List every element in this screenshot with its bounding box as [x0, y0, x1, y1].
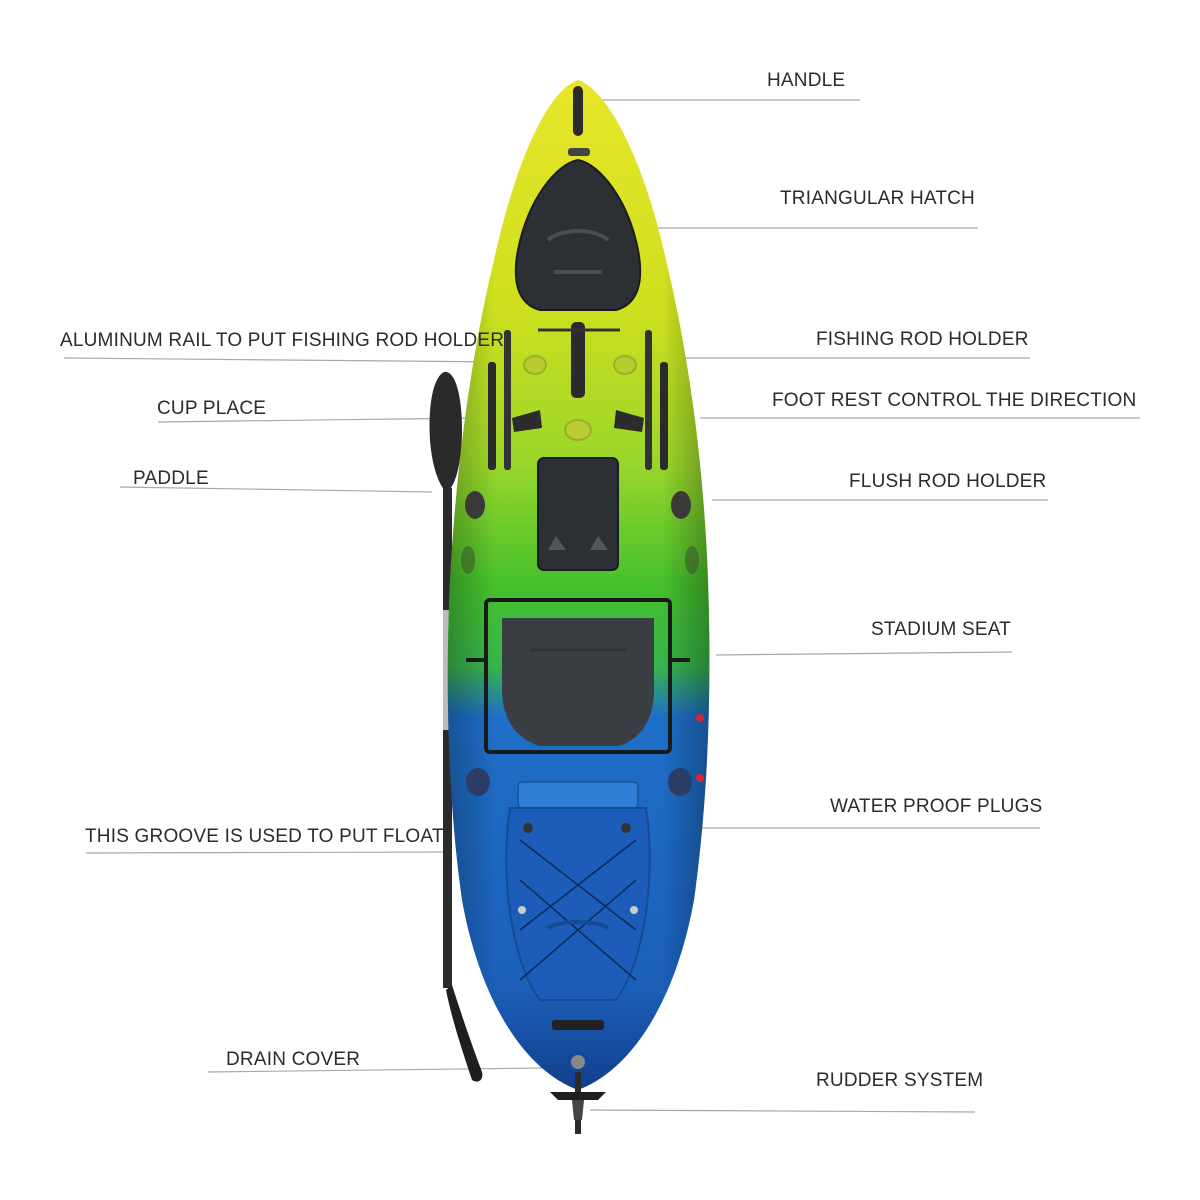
foot-rest-right: [614, 410, 644, 432]
rudder-system: [550, 1072, 606, 1134]
label-flush-rod-holder: FLUSH ROD HOLDER: [849, 471, 1047, 492]
paddle-blade-top: [429, 371, 462, 492]
paddle-shaft: [443, 488, 452, 988]
label-fishing-rod-holder: FISHING ROD HOLDER: [816, 329, 1029, 350]
paddle: [429, 371, 483, 1082]
aluminum-rail-right: [660, 362, 668, 470]
kayak-hull: [447, 80, 710, 1090]
cup-place-left: [523, 355, 547, 375]
leader-groove: [85, 851, 451, 854]
leader-drain-cover: [207, 1067, 546, 1073]
flush-rod-holder-left: [465, 491, 485, 519]
drain-cover: [552, 1020, 604, 1030]
label-groove: THIS GROOVE IS USED TO PUT FLOAT: [85, 826, 444, 847]
leader-paddle: [119, 486, 433, 493]
label-cup-place: CUP PLACE: [157, 398, 267, 419]
water-proof-plug-right: [668, 768, 692, 796]
label-drain-cover: DRAIN COVER: [226, 1049, 361, 1070]
leader-lines: [63, 99, 1140, 1113]
stadium-seat: [466, 598, 690, 754]
label-foot-rest: FOOT REST CONTROL THE DIRECTION: [772, 390, 1137, 411]
aluminum-rail-left: [488, 362, 496, 470]
flush-rod-holder-right: [671, 491, 691, 519]
label-triangular-hatch: TRIANGULAR HATCH: [780, 188, 975, 209]
triangular-hatch: [514, 158, 642, 311]
label-rudder-system: RUDDER SYSTEM: [816, 1070, 984, 1091]
foot-rest-left: [512, 410, 542, 432]
paddle-blade-bottom: [446, 985, 483, 1082]
water-proof-plug-left: [466, 768, 490, 796]
leader-stadium-seat: [715, 651, 1013, 656]
fishing-rod-holder: [571, 322, 585, 398]
leader-cup-place: [157, 417, 479, 423]
label-stadium-seat: STADIUM SEAT: [871, 619, 1011, 640]
paddle-shaft-silver: [443, 610, 452, 730]
leader-aluminum-rail: [63, 357, 506, 363]
label-water-proof-plugs: WATER PROOF PLUGS: [830, 796, 1043, 817]
label-aluminum-rail: ALUMINUM RAIL TO PUT FISHING ROD HOLDER: [60, 330, 505, 351]
bow-handle: [573, 86, 583, 136]
label-handle: HANDLE: [767, 70, 846, 91]
center-hatch: [537, 457, 619, 571]
rear-tankwell: [505, 781, 651, 1001]
leader-rudder-system: [589, 1109, 976, 1113]
cup-place-right: [613, 355, 637, 375]
label-paddle: PADDLE: [133, 468, 209, 489]
